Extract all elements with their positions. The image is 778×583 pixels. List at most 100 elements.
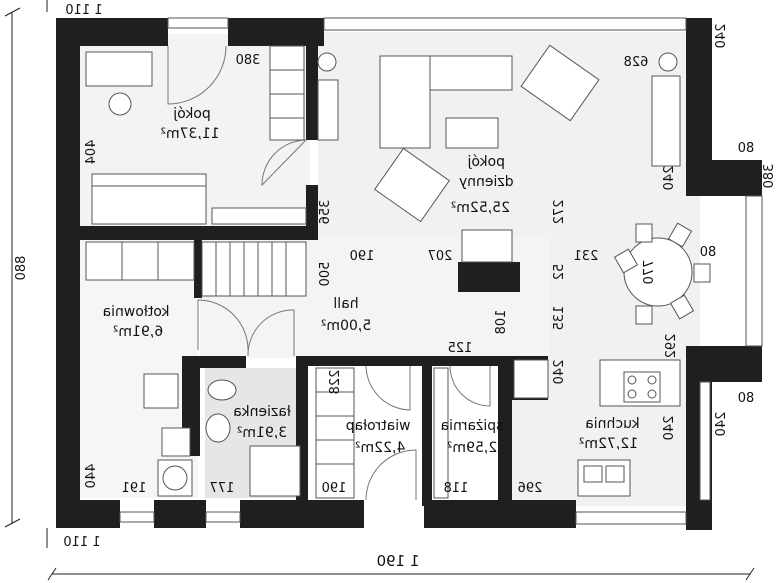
dim-240-kuchnia2: 240 xyxy=(552,360,567,385)
dim-top-left: 1 110 xyxy=(65,3,102,18)
dim-190-bottom: 190 xyxy=(322,481,347,496)
dim-628: 628 xyxy=(624,55,649,70)
dim-80-right-mid: 80 xyxy=(700,245,717,260)
stairs xyxy=(201,241,307,297)
kuchnia-name: kuchnia xyxy=(585,416,639,432)
wall-bottom-1 xyxy=(56,500,120,528)
kotlownia-name: kotłownia xyxy=(103,304,170,320)
shelves-spiz xyxy=(433,367,449,499)
plant-1 xyxy=(317,52,337,72)
wall-inner-2 xyxy=(306,185,318,240)
dim-272: 272 xyxy=(552,200,567,225)
coffee-table xyxy=(445,117,499,149)
dim-191: 191 xyxy=(122,481,147,496)
window-bottom-1 xyxy=(119,511,155,523)
dim-190-hall: 190 xyxy=(350,249,375,264)
dim-296: 296 xyxy=(518,481,543,496)
spizarnia-area: 2,59m² xyxy=(447,440,497,456)
wall-right-notch xyxy=(686,160,762,196)
toilet xyxy=(207,379,237,401)
label-hall: hall 5,00m² xyxy=(321,296,371,334)
furniture xyxy=(85,44,711,499)
door-hall-bath xyxy=(247,309,295,357)
window-top-living xyxy=(323,17,687,31)
pokoj-name: pokój xyxy=(173,106,211,122)
window-bottom-kitchen xyxy=(575,511,687,525)
label-kuchnia: kuchnia 12,72m² xyxy=(579,416,640,452)
dim-207: 207 xyxy=(428,249,453,264)
outer-dimension-lines xyxy=(4,0,755,581)
washbasin xyxy=(205,413,231,443)
dim-240-right-bottom: 240 xyxy=(714,412,729,437)
dimension-labels: 1 110 1 110 1 190 880 380 628 240 80 380… xyxy=(14,3,777,570)
dim-440: 440 xyxy=(84,464,99,489)
lazienka-area: 3,91m² xyxy=(237,425,287,441)
wardrobe xyxy=(269,45,305,141)
dim-240-kuchnia: 240 xyxy=(662,416,677,441)
hall-area: 5,00m² xyxy=(321,318,371,334)
sofa-back xyxy=(91,173,207,187)
chimney xyxy=(458,262,520,292)
door-entrance xyxy=(365,449,417,501)
dim-125: 125 xyxy=(448,341,473,356)
kotlownia-area: 6,91m² xyxy=(113,324,163,340)
dim-500: 500 xyxy=(318,262,333,287)
hall-name: hall xyxy=(333,296,358,312)
dim-292: 292 xyxy=(664,334,679,359)
wall-spiz-top xyxy=(422,356,512,366)
dim-380-right: 380 xyxy=(762,164,777,189)
dim-80-right-bottom: 80 xyxy=(738,391,755,406)
window-top-left xyxy=(167,17,229,29)
pokoj-dzienny-name2: dzienny xyxy=(459,174,514,190)
boiler-unit xyxy=(85,241,195,281)
window-bottom-2 xyxy=(205,511,241,523)
door-bedroom-hall xyxy=(261,139,307,187)
dim-240-top-right: 240 xyxy=(714,24,729,49)
boiler-icon-box xyxy=(143,373,179,409)
chair xyxy=(108,92,132,116)
label-kotlownia: kotłownia 6,91m² xyxy=(103,304,170,340)
armchair-1 xyxy=(520,44,600,122)
label-pokoj-dzienny: pokój dzienny 25,52m² xyxy=(451,154,514,216)
dim-108: 108 xyxy=(494,310,509,335)
dining-table xyxy=(623,237,693,307)
wardrobe-wiatrolap xyxy=(315,367,355,499)
window-right-terrace xyxy=(745,195,763,347)
label-wiatrolap: wiatrołap 4,22m² xyxy=(346,418,411,456)
wall-wiatrolap-top xyxy=(300,356,422,366)
shower xyxy=(249,445,301,497)
dim-240-right-mid: 240 xyxy=(662,166,677,191)
pokoj-area: 11,37m² xyxy=(160,126,219,142)
wall-inner-1 xyxy=(306,44,318,140)
dim-770: 770 xyxy=(642,260,657,285)
dim-bottom-left: 1 110 xyxy=(63,535,100,550)
spizarnia-name: spiżarnia xyxy=(441,418,504,434)
dim-356: 356 xyxy=(318,200,333,225)
dim-118: 118 xyxy=(444,481,469,496)
window-right-kitchen xyxy=(699,381,711,501)
dim-380-top: 380 xyxy=(236,53,261,68)
wall-stair-side xyxy=(194,238,202,298)
dim-228: 228 xyxy=(328,370,343,395)
dim-left-total: 880 xyxy=(14,256,29,281)
shelf xyxy=(211,207,307,225)
kuchnia-area: 12,72m² xyxy=(579,436,638,452)
wall-bottom-5 xyxy=(686,500,712,528)
plant-2 xyxy=(658,52,678,72)
dim-231: 231 xyxy=(574,249,599,264)
pokoj-dzienny-name1: pokój xyxy=(468,154,506,170)
doors xyxy=(167,45,491,501)
room-labels: pokój 11,37m² pokój dzienny 25,52m² kotł… xyxy=(103,106,640,456)
dim-135: 135 xyxy=(552,306,567,331)
armchair-2 xyxy=(374,147,450,223)
pokoj-dzienny-area: 25,52m² xyxy=(451,200,510,216)
wall-top-left xyxy=(56,18,168,46)
wall-right-upper xyxy=(686,18,712,186)
lazienka-name: łazienka xyxy=(233,404,291,420)
door-boiler xyxy=(197,299,249,351)
label-pokoj: pokój 11,37m² xyxy=(160,106,219,142)
door-spiz xyxy=(449,365,491,407)
label-lazienka: łazienka 3,91m² xyxy=(233,404,291,441)
wiatrolap-area: 4,22m² xyxy=(355,440,405,456)
